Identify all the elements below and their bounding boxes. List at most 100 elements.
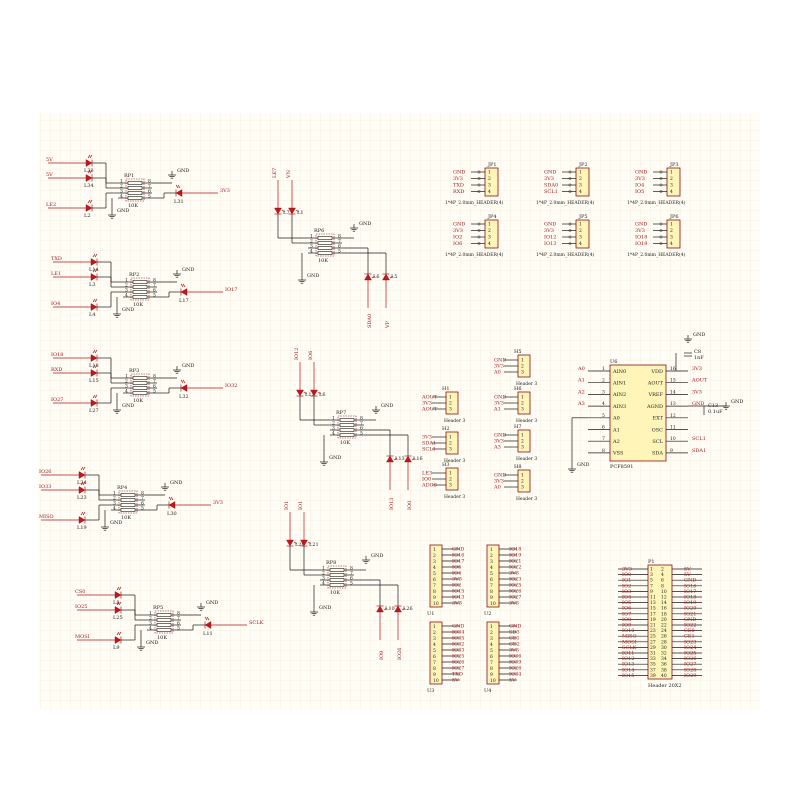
- ground-symbol: GND: [298, 273, 319, 284]
- u-pin-number: 1: [433, 624, 436, 630]
- chip-ref: U6: [610, 359, 617, 365]
- led-net-label: TXD: [51, 256, 62, 262]
- jp-pin-dot: [477, 229, 481, 232]
- chip-pin-net: A1: [577, 378, 585, 384]
- chip-pin-name: AGND: [646, 404, 663, 410]
- u-pin-number: 9: [490, 595, 493, 601]
- p1-pin-net: IO15: [622, 673, 634, 679]
- rp-pin-number: 7: [148, 184, 151, 190]
- rp-pin-number: 4: [120, 194, 123, 200]
- rp-pin-number: 2: [149, 616, 152, 622]
- led-net-label: RXD: [51, 367, 62, 373]
- led-ray: [303, 391, 308, 395]
- h-pin-number: 3: [521, 485, 524, 491]
- led-net-label: 5V: [46, 157, 53, 163]
- p1-body: [647, 564, 673, 680]
- jp-pin-dot: [659, 222, 663, 226]
- h-pin-number: 1: [521, 473, 524, 479]
- rp-pin-number: 8: [350, 566, 353, 572]
- u-pin-number: 9: [433, 672, 436, 678]
- ground-label: GND: [359, 221, 371, 227]
- jp-pin-net: 3V3: [635, 176, 645, 182]
- ground-symbol: GND: [113, 307, 134, 318]
- ground-label: GND: [381, 403, 393, 409]
- rp-pin-number: 6: [141, 501, 144, 507]
- h-pin-net: AOUT: [421, 395, 438, 401]
- led-ray: [92, 394, 96, 399]
- led-ray: [118, 631, 122, 636]
- led-ray: [401, 607, 406, 611]
- led-ray: [94, 394, 98, 399]
- p1-pin-net: IO10: [622, 628, 634, 634]
- ground-symbol: GND: [362, 553, 383, 564]
- chip-pin-name: VDD: [650, 369, 663, 375]
- jp-pin-number: 2: [579, 176, 582, 182]
- jp-pin-net: RXD: [453, 189, 464, 195]
- p1-pin-net: 5V: [684, 567, 691, 573]
- ground-symbol: GND: [568, 462, 589, 473]
- chip-pin-name: EXT: [652, 416, 663, 422]
- rp-pin-number: 4: [322, 581, 325, 587]
- u-pin-number: 7: [433, 583, 436, 589]
- h-pin-net: A0: [493, 370, 501, 376]
- jp-body: [484, 167, 499, 197]
- led-ray: [82, 466, 86, 471]
- led-diode: [114, 586, 122, 599]
- h-caption: Header 3: [516, 381, 537, 387]
- h-caption: Header 3: [444, 458, 465, 464]
- u-pin-number: 2: [433, 630, 436, 636]
- chip-pin-number: 16: [670, 366, 676, 372]
- ground-label: GND: [110, 520, 122, 526]
- h-ref: H3: [442, 462, 450, 468]
- led-net-label: SDA0: [367, 314, 373, 328]
- led-net-label: LE2: [46, 202, 56, 208]
- p1-pin-number: 22: [661, 623, 667, 629]
- rp-pin-number: 7: [350, 571, 353, 577]
- u-body: [429, 544, 443, 608]
- jp-pin-number: 2: [670, 228, 673, 234]
- rp-pin-number: 2: [120, 184, 123, 190]
- rp-pin-number: 6: [350, 576, 353, 582]
- led-diode: [90, 349, 98, 362]
- led-net-label: IO27: [51, 397, 63, 403]
- ground-label: GND: [170, 480, 182, 486]
- jp-pin-net: IO6: [453, 241, 462, 247]
- jp-pin-dot: [568, 242, 572, 245]
- rp-value: 10K: [133, 398, 143, 404]
- jp-pin-net: GND: [453, 222, 465, 228]
- rp-ref: RP8: [326, 560, 336, 566]
- led-ref: L1: [297, 210, 304, 216]
- led-net-label: MISO: [39, 514, 54, 520]
- h-pin-net: AOUT: [421, 407, 438, 413]
- ground-symbol: GND: [310, 605, 331, 616]
- u-pin-net: IO36: [509, 654, 521, 660]
- rp-pin-number: 3: [113, 501, 116, 507]
- rp-pin-number: 1: [113, 491, 116, 497]
- rp-ref: RP3: [129, 368, 139, 374]
- led-net-label: IO17: [225, 287, 237, 293]
- led-ref: L2: [84, 213, 91, 219]
- u-pin-number: 6: [433, 577, 436, 583]
- jp-ref: JP4: [487, 214, 497, 220]
- led-ray: [180, 283, 184, 288]
- u-pin-net: CE1: [509, 636, 520, 642]
- u-pin-net: IO34: [509, 672, 521, 678]
- p1-pin-number: 37: [650, 667, 656, 673]
- led-ref: L4: [89, 312, 96, 318]
- rp-pin-number: 6: [153, 288, 156, 294]
- led-net-label: 3V3: [220, 188, 230, 194]
- rp-pin-number: 1: [125, 278, 128, 284]
- u-pin-number: 7: [433, 660, 436, 666]
- rp-pin-number: 3: [310, 244, 313, 250]
- led-ray: [182, 283, 186, 288]
- u-pin-number: 6: [490, 654, 493, 660]
- u-pin-number: 5: [490, 571, 493, 577]
- led-ray: [371, 275, 376, 279]
